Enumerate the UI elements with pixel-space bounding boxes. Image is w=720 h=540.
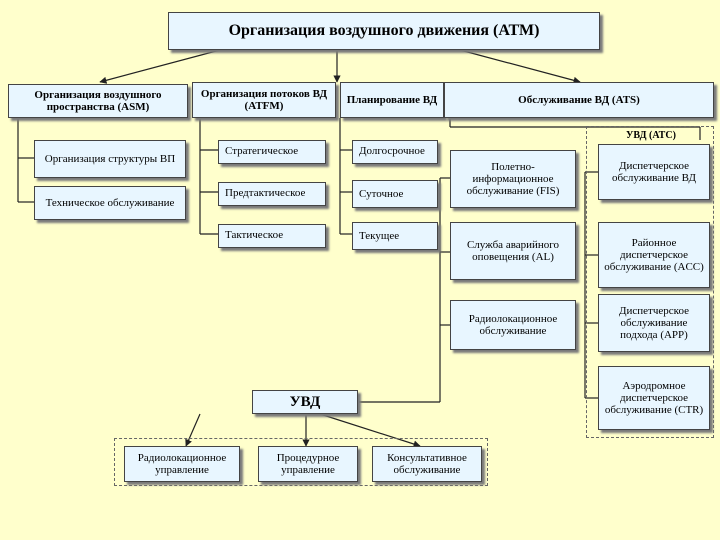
atc-item: Диспетчерское обслуживание ВД bbox=[598, 144, 710, 200]
ats-item-label: Полетно-информационное обслуживание (FIS… bbox=[466, 161, 560, 197]
uvd-item: Процедурное управление bbox=[258, 446, 358, 482]
atfm-item: Тактическое bbox=[218, 224, 326, 248]
uvd-item: Консультативное обслуживание bbox=[372, 446, 482, 482]
atc-group bbox=[586, 126, 714, 438]
asm-item-label: Организация структуры ВП bbox=[44, 153, 176, 165]
planning-item: Долгосрочное bbox=[352, 140, 438, 164]
atfm-item-label: Предтактическое bbox=[225, 187, 306, 199]
asm-box: Организация воздушного пространства (ASM… bbox=[8, 84, 188, 118]
atfm-item: Предтактическое bbox=[218, 182, 326, 206]
title-box: Организация воздушного движения (АТМ) bbox=[168, 12, 600, 50]
ats-label: Обслуживание ВД (ATS) bbox=[518, 94, 640, 106]
asm-item-label: Техническое обслуживание bbox=[45, 197, 175, 209]
atfm-item-label: Тактическое bbox=[225, 229, 284, 241]
ats-item: Служба аварийного оповещения (AL) bbox=[450, 222, 576, 280]
uvd-label: УВД bbox=[289, 394, 321, 410]
asm-item: Организация структуры ВП bbox=[34, 140, 186, 178]
atfm-label: Организация потоков ВД (ATFM) bbox=[200, 88, 328, 112]
atc-item-label: Районное диспетчерское обслуживание (ACC… bbox=[604, 237, 704, 273]
ats-item-label: Служба аварийного оповещения (AL) bbox=[466, 239, 560, 263]
asm-item: Техническое обслуживание bbox=[34, 186, 186, 220]
atc-group-label: УВД (АТС) bbox=[626, 130, 676, 141]
atc-item: Диспетчерское обслуживание подхода (APP) bbox=[598, 294, 710, 352]
planning-label: Планирование ВД bbox=[346, 94, 438, 106]
planning-item: Текущее bbox=[352, 222, 438, 250]
planning-item-label: Суточное bbox=[359, 188, 404, 200]
atc-item: Аэродромное диспетчерское обслуживание (… bbox=[598, 366, 710, 430]
atfm-item: Стратегическое bbox=[218, 140, 326, 164]
planning-item: Суточное bbox=[352, 180, 438, 208]
ats-box: Обслуживание ВД (ATS) bbox=[444, 82, 714, 118]
planning-box: Планирование ВД bbox=[340, 82, 444, 118]
ats-item: Полетно-информационное обслуживание (FIS… bbox=[450, 150, 576, 208]
uvd-item-label: Консультативное обслуживание bbox=[387, 452, 467, 476]
ats-item: Радиолокационное обслуживание bbox=[450, 300, 576, 350]
atc-item-label: Диспетчерское обслуживание ВД bbox=[611, 160, 697, 184]
atc-item: Районное диспетчерское обслуживание (ACC… bbox=[598, 222, 710, 288]
title-text: Организация воздушного движения (АТМ) bbox=[228, 22, 540, 39]
uvd-group bbox=[114, 438, 488, 486]
atfm-box: Организация потоков ВД (ATFM) bbox=[192, 82, 336, 118]
planning-item-label: Долгосрочное bbox=[359, 145, 425, 157]
uvd-item-label: Радиолокационное управление bbox=[137, 452, 227, 476]
ats-item-label: Радиолокационное обслуживание bbox=[468, 313, 558, 337]
atc-item-label: Диспетчерское обслуживание подхода (APP) bbox=[619, 305, 689, 341]
planning-item-label: Текущее bbox=[359, 230, 400, 242]
atc-item-label: Аэродромное диспетчерское обслуживание (… bbox=[604, 380, 704, 416]
uvd-item-label: Процедурное управление bbox=[276, 452, 340, 476]
uvd-item: Радиолокационное управление bbox=[124, 446, 240, 482]
uvd-box: УВД bbox=[252, 390, 358, 414]
atfm-item-label: Стратегическое bbox=[225, 145, 299, 157]
asm-label: Организация воздушного пространства (ASM… bbox=[34, 89, 162, 113]
